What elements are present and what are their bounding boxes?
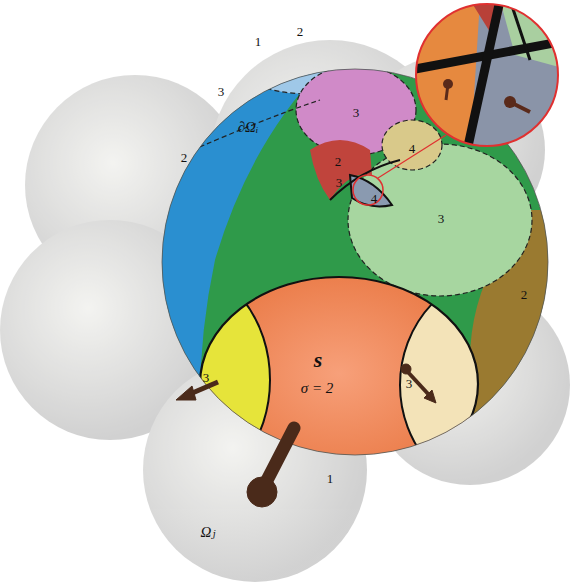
- region-label: 2: [335, 155, 342, 168]
- region-label: 3: [336, 176, 343, 189]
- region-label: 3: [438, 212, 445, 225]
- region-label: 3: [203, 371, 210, 384]
- region-label: s: [314, 349, 323, 371]
- region-label: 1: [327, 472, 334, 485]
- region-label: σ = 2: [301, 381, 334, 396]
- region-label: 3: [353, 106, 360, 119]
- region-label: Ωⱼ: [201, 525, 216, 540]
- vector-arrows: [176, 364, 436, 507]
- region-label: 4: [409, 142, 416, 155]
- region-label: 2: [181, 151, 188, 164]
- region-label: 3: [218, 85, 225, 98]
- region-label: ∂Ωᵢ: [238, 120, 259, 135]
- region-label: 2: [297, 25, 304, 38]
- region-label: 3: [406, 377, 413, 390]
- region-label: 4: [371, 192, 378, 205]
- zoom-inset: [410, 0, 570, 160]
- region-label: 1: [255, 35, 262, 48]
- region-label: 2: [521, 288, 528, 301]
